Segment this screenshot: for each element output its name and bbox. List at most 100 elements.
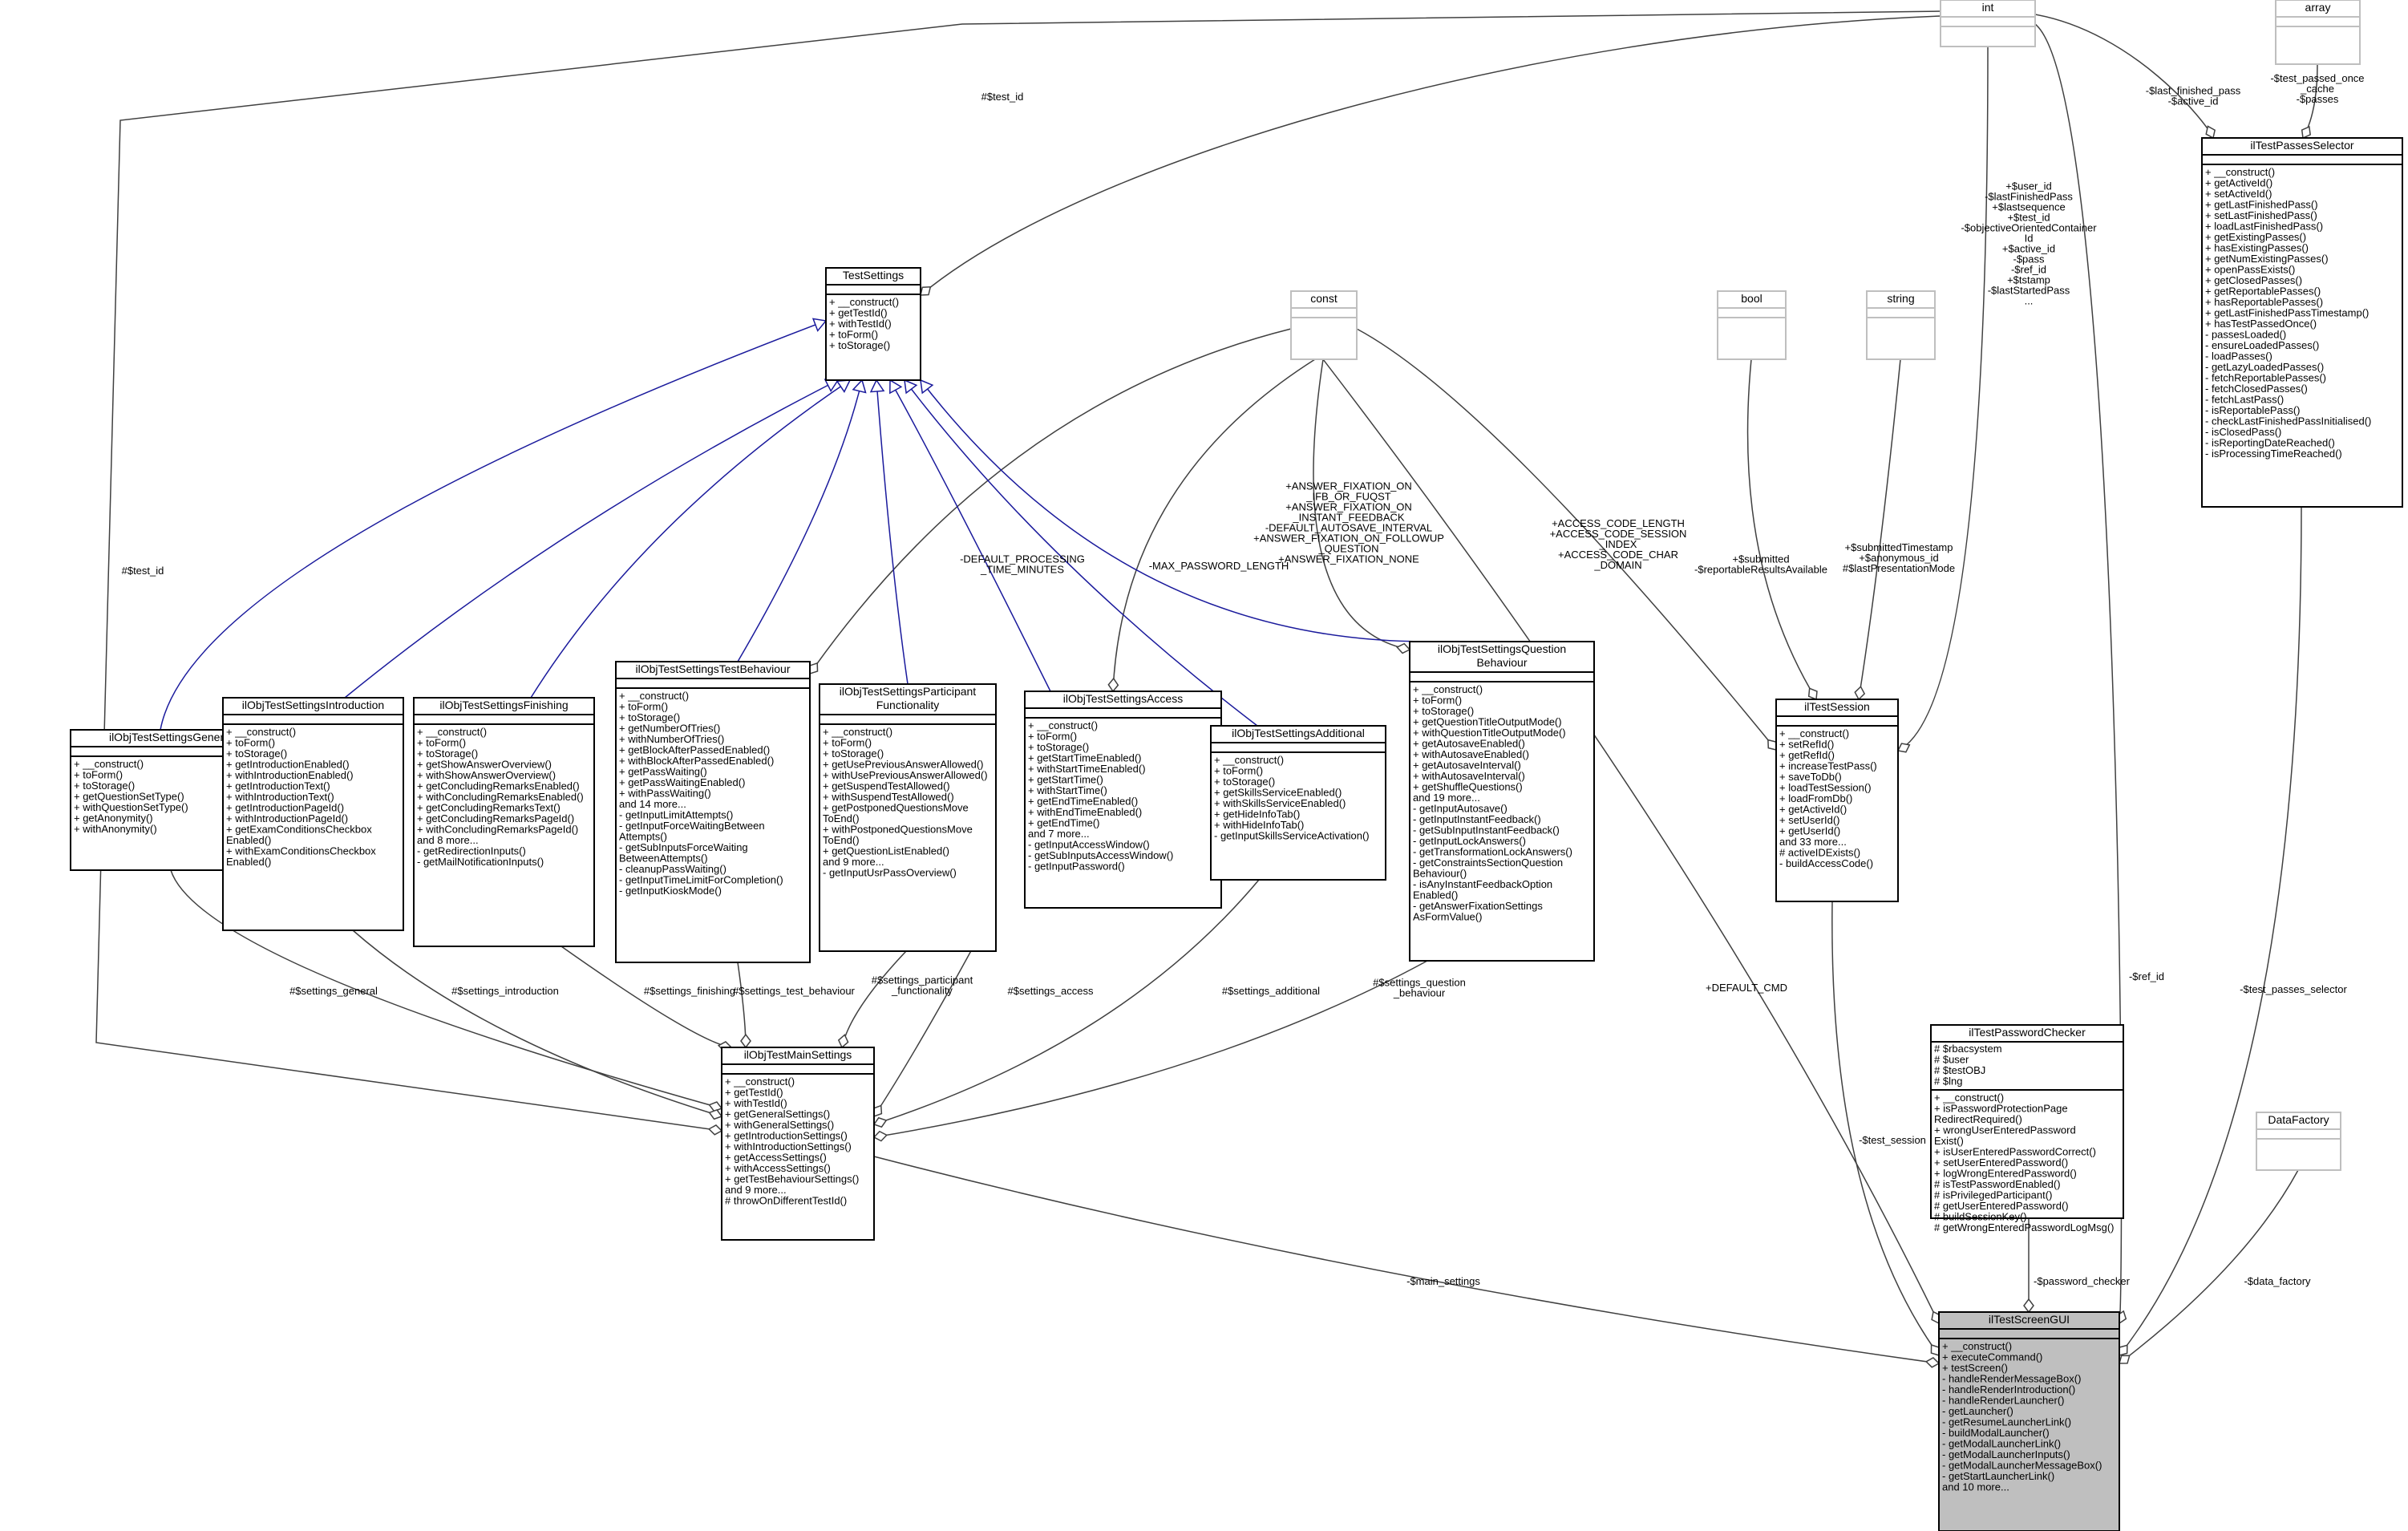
member-line: + __construct() [1942, 1340, 2012, 1352]
class-name-line: ilObjTestSettingsIntroduction [242, 699, 384, 711]
edge-label-line: +$submitted [1732, 553, 1789, 565]
member-line: - isAnyInstantFeedbackOption [1413, 878, 1552, 890]
inheritance-arrowhead [904, 379, 918, 395]
class-box-il-obj-test-settings-finishing[interactable]: ilObjTestSettingsFinishing+ __construct(… [413, 697, 595, 947]
edge-label: #$settings_introduction [451, 985, 559, 997]
class-box-data-factory[interactable]: DataFactory [2256, 1112, 2341, 1171]
class-name-line: ilObjTestSettingsAccess [1063, 692, 1183, 705]
edge-label-line: -$pass [2013, 253, 2045, 265]
class-box-il-test-screen-gui[interactable]: ilTestScreenGUI+ __construct()+ executeC… [1938, 1311, 2120, 1531]
aggregation-diamond [1854, 685, 1866, 701]
edge-label: #$settings_question_behaviour [1373, 977, 1466, 999]
member-line: + withQuestionTitleOutputMode() [1413, 727, 1566, 739]
class-box-frame [1775, 699, 1899, 902]
edge-label-line: _INDEX [1599, 538, 1637, 550]
class-box-test-settings[interactable]: TestSettings + __construct()+ getTestId()… [825, 267, 921, 381]
aggregation-diamond [808, 662, 819, 675]
member-line: and 9 more... [725, 1184, 787, 1196]
class-box-frame [825, 267, 921, 381]
class-name-line: ilObjTestSettingsParticipant [840, 685, 977, 698]
member-line: + __construct() [226, 726, 296, 738]
member-line: + getPassWaiting() [619, 766, 707, 778]
inheritance-arrowhead [852, 379, 867, 394]
edge-label: #$settings_general [289, 985, 378, 997]
aggregation-diamond [837, 1034, 849, 1049]
member-line: + getEndTimeEnabled() [1028, 796, 1138, 808]
aggregation-diamond [2301, 125, 2311, 140]
class-name-line: ilObjTestSettingsFinishing [439, 699, 568, 711]
edge-const-to-il-obj-test-settings-question-behaviour [1313, 358, 1411, 654]
member-line: - getInputAutosave() [1413, 803, 1508, 815]
edge-label: -$data_factory [2244, 1275, 2311, 1287]
edge-label-line: #$test_id [122, 565, 164, 577]
member-line: + withExamConditionsCheckbox [226, 845, 376, 857]
aggregation-diamond [1396, 642, 1411, 654]
association-line [1858, 358, 1901, 700]
member-line: + getNumExistingPasses() [2205, 253, 2329, 265]
class-name-line: DataFactory [2268, 1113, 2329, 1126]
member-line: + withQuestionSetType() [74, 801, 188, 813]
member-line: + openPassExists() [2205, 264, 2295, 276]
member-line: Enabled() [1413, 889, 1458, 901]
class-name-line: ilObjTestSettingsTestBehaviour [636, 662, 791, 675]
class-box-il-obj-test-settings-introduction[interactable]: ilObjTestSettingsIntroduction + __constru… [222, 697, 404, 931]
class-box-il-test-password-checker[interactable]: ilTestPasswordChecker# $rbacsystem# $use… [1930, 1024, 2124, 1233]
member-line: + getEndTime() [1028, 817, 1099, 829]
association-line [873, 879, 1260, 1125]
class-box-il-test-passes-selector[interactable]: ilTestPassesSelector+ __construct()+ get… [2201, 137, 2403, 508]
member-line: + withShowAnswerOverview() [417, 769, 556, 781]
class-name-line: array [2305, 1, 2331, 14]
member-line: + wrongUserEnteredPassword [1934, 1124, 2076, 1136]
class-box-int[interactable]: int [1940, 0, 2036, 47]
class-name-line: ilTestSession [1804, 700, 1870, 713]
class-box-il-obj-test-settings-access[interactable]: ilObjTestSettingsAccess+ __construct()+ … [1024, 691, 1222, 909]
member-line: + getAnonymity() [74, 812, 153, 824]
edge-bool-to-il-test-session [1746, 358, 1818, 701]
class-box-il-obj-test-settings-test-behaviour[interactable]: ilObjTestSettingsTestBehaviour+ __constr… [615, 661, 811, 963]
member-line: - getInputLockAnswers() [1413, 835, 1526, 847]
edge-label-line: _TIME_MINUTES [980, 564, 1064, 576]
class-box-string[interactable]: string [1866, 290, 1936, 360]
member-line: + toStorage() [226, 747, 287, 759]
member-line: - getConstraintsSectionQuestion [1413, 857, 1563, 869]
edge-label-line: +$submittedTimestamp [1845, 541, 1953, 553]
class-box-const[interactable]: const [1290, 290, 1358, 360]
edge-label: -MAX_PASSWORD_LENGTH [1149, 560, 1289, 572]
member-line: + getConcludingRemarksPageId() [417, 812, 574, 824]
edge-label-line: ... [2025, 295, 2034, 307]
member-line: + withAccessSettings() [725, 1162, 831, 1174]
association-line [737, 962, 747, 1048]
edge-label-line: -$data_factory [2244, 1275, 2311, 1287]
association-line [1313, 358, 1410, 650]
class-box-il-obj-test-main-settings[interactable]: ilObjTestMainSettings+ __construct()+ ge… [721, 1047, 875, 1241]
class-box-frame [1290, 290, 1358, 360]
inheritance-line [530, 379, 851, 699]
member-line: + withAutosaveEnabled() [1413, 748, 1529, 760]
class-box-il-test-session[interactable]: ilTestSession+ __construct()+ setRefId()… [1775, 699, 1899, 902]
member-line: - isClosedPass() [2205, 426, 2281, 438]
member-line: + toStorage() [1028, 741, 1089, 753]
member-line: + __construct() [1413, 683, 1483, 695]
member-line: - getModalLauncherLink() [1942, 1438, 2061, 1450]
class-name: string [1887, 292, 1914, 305]
member-list: + __construct()+ toForm()+ toStorage()+ … [226, 726, 376, 868]
member-line: + toStorage() [823, 747, 884, 759]
edge-il-obj-test-settings-access-to-test-settings [889, 379, 1051, 692]
attribute-line: # $user [1934, 1054, 1969, 1066]
class-name: int [1982, 1, 1994, 14]
class-name: TestSettings [843, 269, 904, 281]
member-line: + getExamConditionsCheckbox [226, 824, 372, 836]
member-line: + isUserEnteredPasswordCorrect() [1934, 1146, 2096, 1158]
class-box-bool[interactable]: bool [1717, 290, 1787, 360]
member-line: + getStartTime() [1028, 774, 1103, 786]
class-box-array[interactable]: array [2275, 0, 2361, 65]
class-box-frame [1409, 641, 1595, 962]
edge-label-line: +$active_id [2002, 243, 2055, 255]
class-box-il-obj-test-settings-additional[interactable]: ilObjTestSettingsAdditional+ __construct… [1210, 725, 1386, 881]
member-line: + withAnonymity() [74, 823, 157, 835]
member-list: + __construct()+ getTestId()+ withTestId… [829, 296, 899, 351]
